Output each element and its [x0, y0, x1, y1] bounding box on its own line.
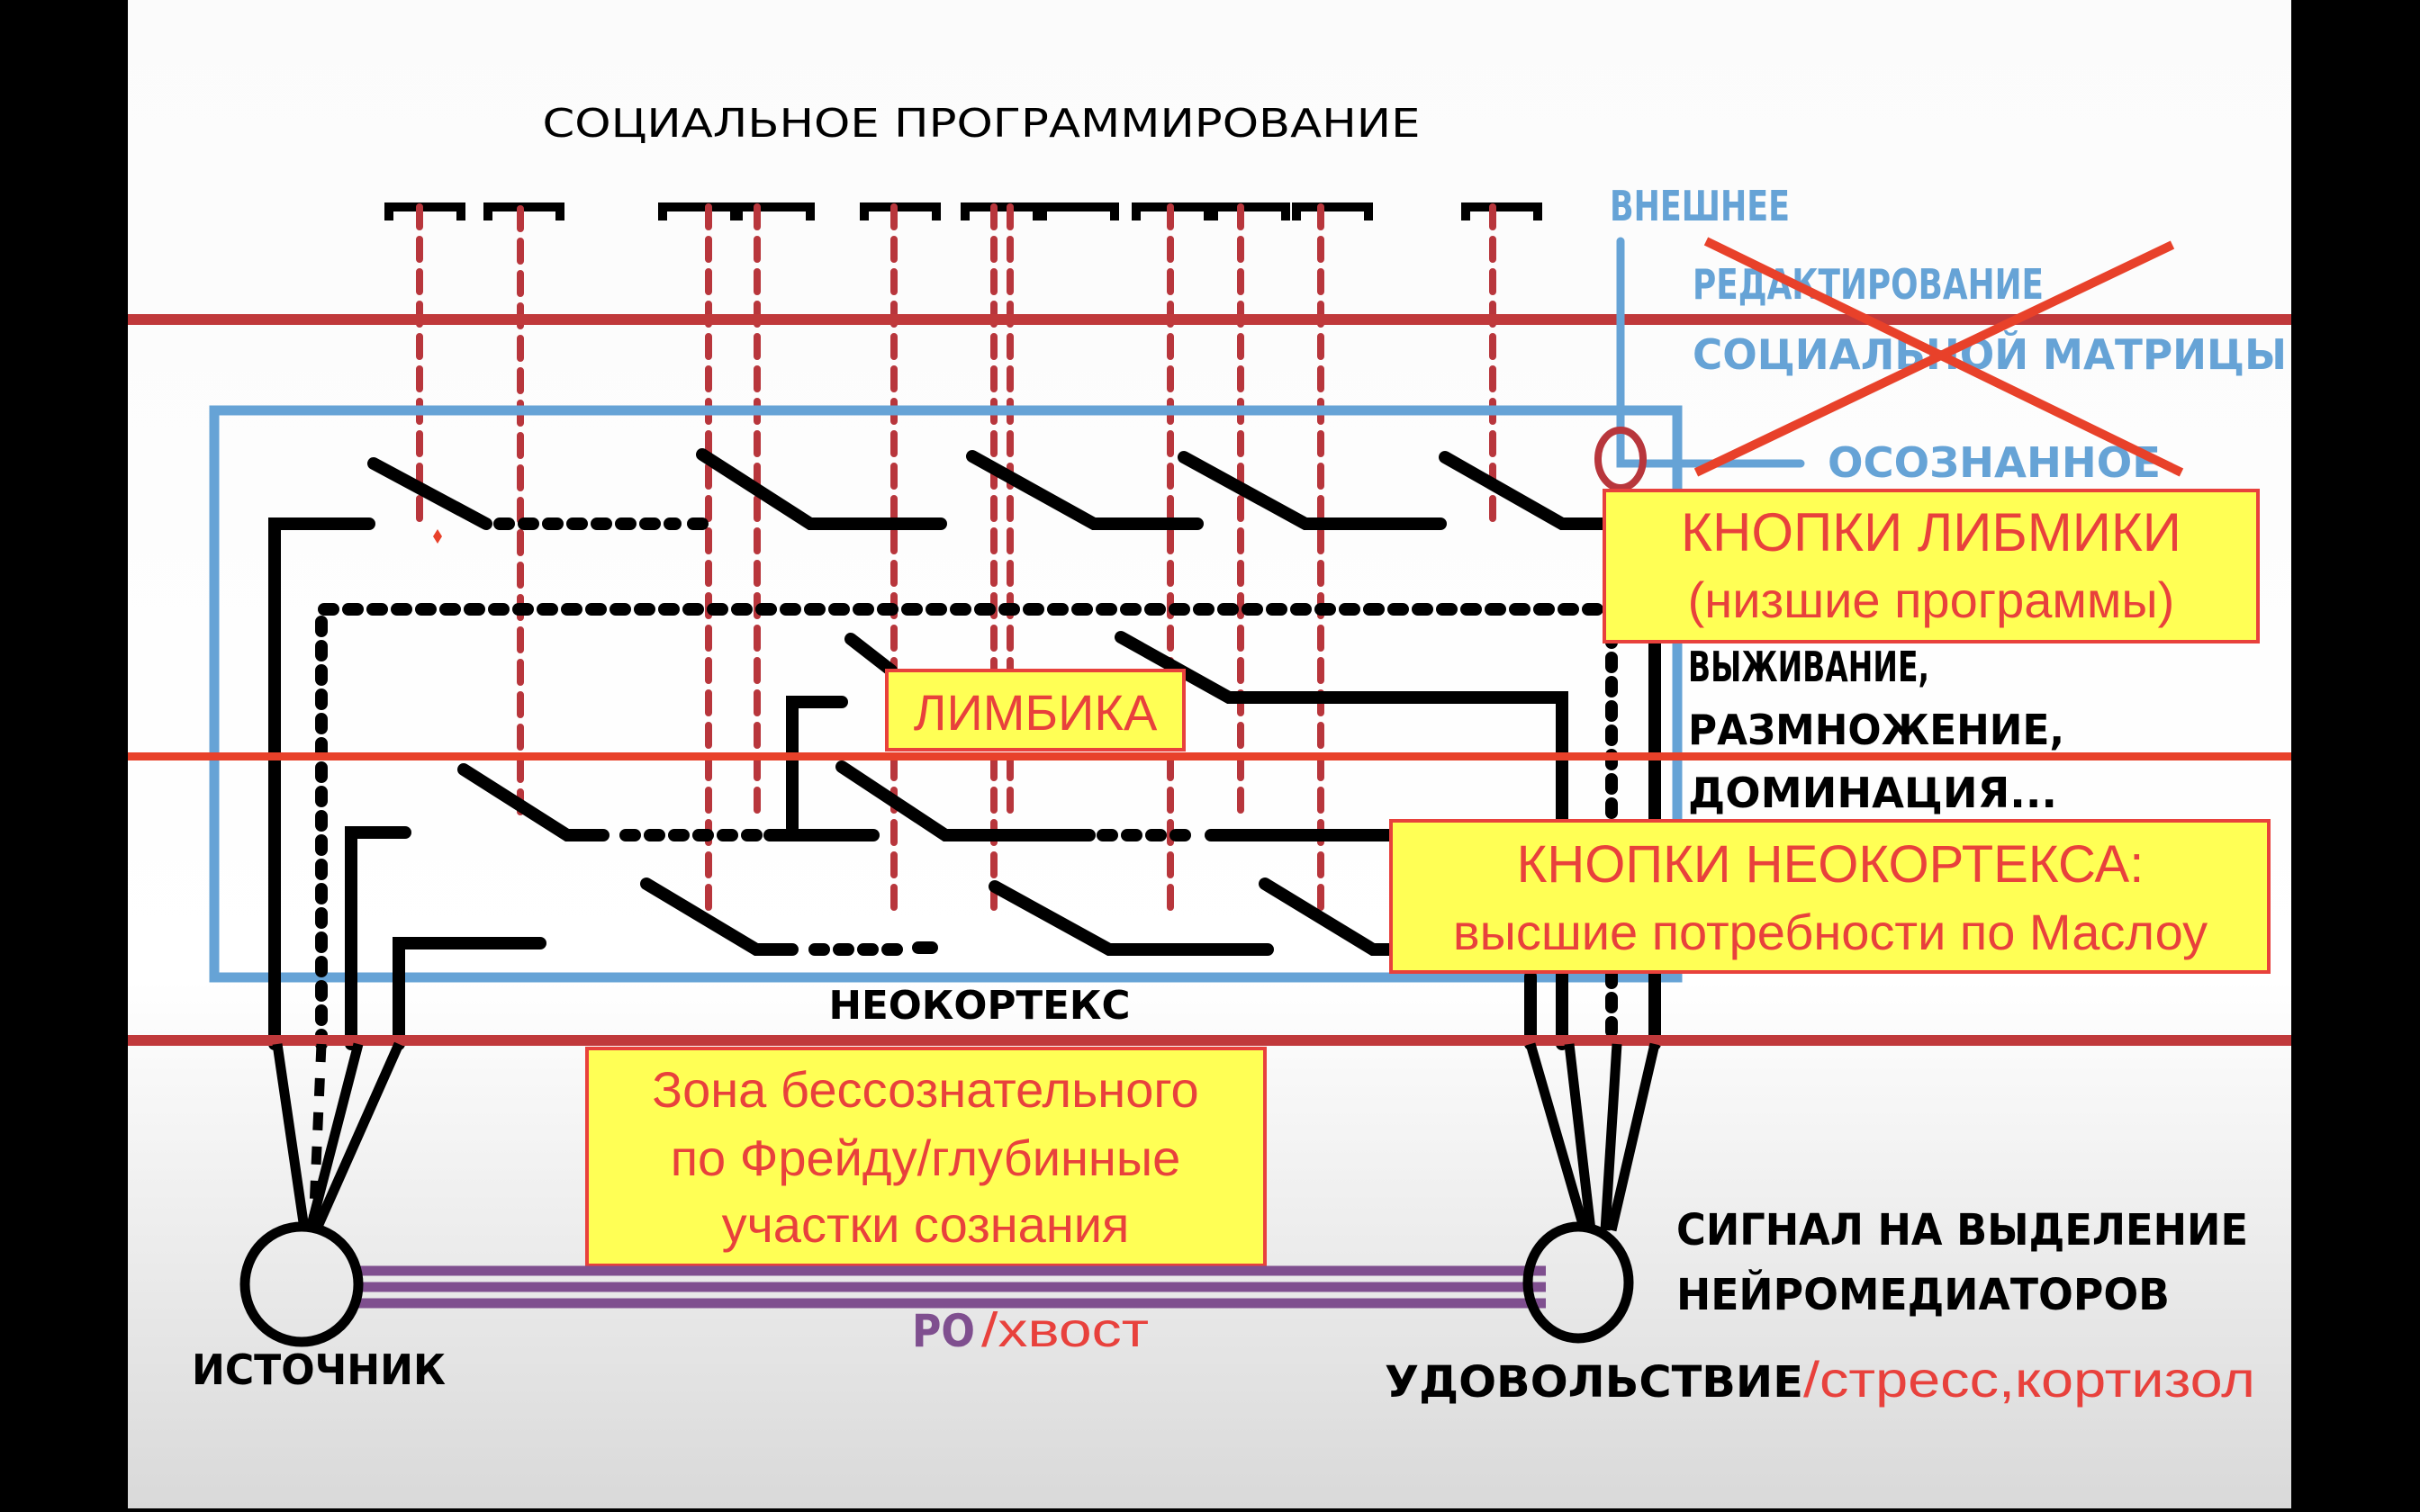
signal-label-line-2: НЕЙРОМЕДИАТОРОВ [1676, 1269, 2170, 1320]
switch-row2-1 [457, 763, 610, 842]
neocortex-buttons-box: КНОПКИ НЕОКОРТЕКСА: высшие потребности п… [1389, 819, 2271, 974]
pleasure-label: УДОВОЛЬСТВИЕ [1385, 1357, 1803, 1408]
external-editing-path [1616, 237, 1805, 468]
tail-label: /хвост [981, 1303, 1149, 1357]
wire-top-left [268, 518, 375, 1050]
diagram-title: СОЦИАЛЬНОЕ ПРОГРАММИРОВАНИЕ [543, 101, 1421, 147]
signal-label-line-1: СИГНАЛ НА ВЫДЕЛЕНИЕ [1676, 1205, 2248, 1256]
social-button-cap [734, 202, 815, 220]
switch-top-2 [696, 448, 947, 530]
social-button-cap [860, 202, 941, 220]
limbic-label-box: ЛИМБИКА [885, 669, 1186, 752]
limbic-buttons-subtitle: (низшие программы) [1688, 572, 2175, 628]
wire-row2-left [345, 826, 411, 1050]
wire-limbic-post [786, 696, 848, 834]
switch-row2-2 [835, 760, 1096, 842]
social-button-cap [1038, 202, 1119, 220]
switch-row3-2 [989, 880, 1274, 956]
left-letterbox [0, 0, 128, 1512]
ro-tract [356, 1265, 1546, 1309]
junction-circle-marker [1594, 427, 1647, 491]
source-label: ИСТОЧНИК [192, 1346, 446, 1394]
social-button-cap [384, 202, 465, 220]
unconscious-line-2: по Фрейду/глубинные [671, 1130, 1181, 1186]
pleasure-node [1522, 1221, 1634, 1344]
stress-label: /стресс,кортизол [1803, 1351, 2255, 1408]
switch-top-5 [1439, 451, 1611, 530]
middle-red-line [128, 752, 2291, 760]
limbic-buttons-title: КНОПКИ ЛИБМИКИ [1681, 502, 2181, 562]
pleasure-funnel [1525, 1042, 1660, 1232]
cross-out-x-icon [1693, 237, 2184, 477]
social-button-cap [1209, 202, 1290, 220]
right-letterbox [2291, 0, 2420, 1512]
limbic-dotted-loop [315, 603, 1618, 1050]
source-node [239, 1221, 364, 1347]
conscious-label: ОСОЗНАННОЕ [1828, 438, 2161, 487]
switch-row3-3 [1259, 878, 1397, 956]
wire-row3-left [393, 937, 546, 1050]
drive-survival: ВЫЖИВАНИЕ, [1688, 643, 1929, 691]
switch-limbic-1 [844, 633, 898, 677]
unconscious-zone-box: Зона бессознательного по Фрейду/глубинны… [585, 1047, 1267, 1267]
drive-reproduction: РАЗМНОЖЕНИЕ, [1688, 706, 2064, 754]
red-diamond-mark [433, 529, 442, 544]
neocortex-buttons-title: КНОПКИ НЕОКОРТЕКСА: [1517, 835, 2145, 894]
circuit-wiring [268, 448, 1661, 1050]
editing-label: РЕДАКТИРОВАНИЕ [1693, 260, 2044, 309]
top-red-band [128, 314, 2291, 325]
social-matrix-label: СОЦИАЛЬНОЙ МАТРИЦЫ [1693, 330, 2287, 379]
drive-domination: ДОМИНАЦИЯ... [1688, 769, 2057, 817]
limbic-buttons-box: КНОПКИ ЛИБМИКИ (низшие программы) [1603, 489, 2260, 644]
social-button-cap [483, 202, 564, 220]
switch-row3-1 [640, 878, 799, 956]
switch-top-1 [367, 457, 492, 530]
neocortex-label: НЕОКОРТЕКС [829, 983, 1131, 1029]
external-label: ВНЕШНЕЕ [1610, 182, 1790, 230]
switch-top-4 [1178, 451, 1447, 530]
ro-label: РО [912, 1305, 975, 1357]
neocortex-buttons-subtitle: высшие потребности по Маслоу [1453, 904, 2208, 960]
switch-top-3 [966, 450, 1204, 530]
lower-red-band [128, 1035, 2291, 1046]
social-button-cap [1292, 202, 1373, 220]
social-button-cap [961, 202, 1042, 220]
social-button-cap [1461, 202, 1542, 220]
limbic-label: ЛИМБИКА [914, 684, 1158, 741]
source-funnel [272, 1041, 404, 1231]
unconscious-line-1: Зона бессознательного [652, 1061, 1198, 1118]
neocortex-box [209, 405, 1683, 983]
unconscious-line-3: участки сознания [722, 1196, 1130, 1253]
